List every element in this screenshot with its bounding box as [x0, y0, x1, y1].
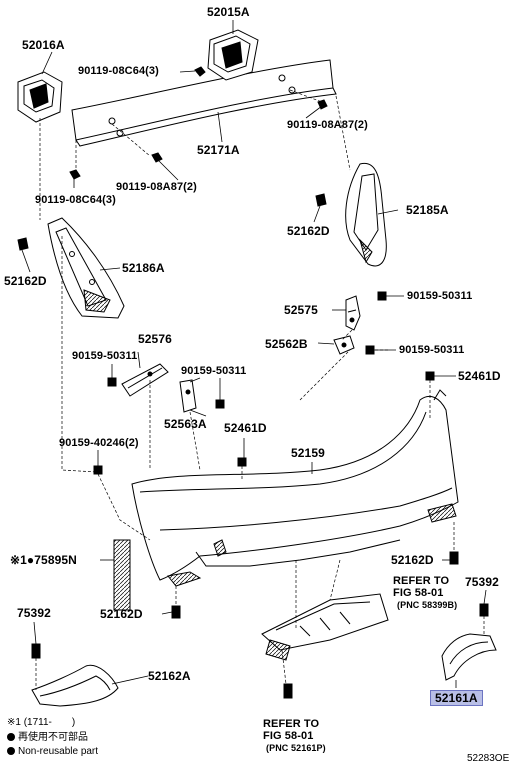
bullet-icon — [7, 733, 15, 741]
garnish-52161a — [441, 633, 497, 681]
label-52162d-d[interactable]: 52162D — [100, 607, 143, 621]
label-52015a[interactable]: 52015A — [207, 5, 250, 19]
absorber-52016a — [17, 71, 63, 123]
clip-52162d-lower-left — [171, 605, 181, 619]
clip-52461d-mid — [237, 457, 247, 467]
clip-52461d-right — [425, 371, 435, 381]
label-90159-40246[interactable]: 90159-40246(2) — [59, 437, 139, 449]
bolt-90159-50311-b — [365, 345, 375, 355]
bullet-icon — [7, 747, 15, 755]
clip-52162d-left — [17, 237, 29, 251]
diagram-id: 52283OE — [467, 753, 510, 764]
label-52162d-c[interactable]: 52162D — [391, 553, 434, 567]
clip-75392-right — [479, 603, 489, 617]
bumper-cover-52159 — [131, 389, 459, 587]
clip-52162d-right — [315, 193, 327, 207]
bolt-90119-08c64-top — [194, 66, 206, 77]
clip-75392-left — [31, 643, 41, 659]
legend-nonreusable-text: Non-reusable part — [18, 746, 99, 757]
guide-lines — [35, 89, 485, 690]
label-90119-08a87-mid[interactable]: 90119-08A87(2) — [116, 181, 197, 193]
label-52576[interactable]: 52576 — [138, 332, 172, 346]
leader-lines — [21, 20, 487, 688]
label-52161a-highlighted[interactable]: 52161A — [430, 690, 483, 706]
label-52186a[interactable]: 52186A — [122, 261, 165, 275]
clip-52161p — [283, 683, 293, 699]
label-90119-08c64-bot[interactable]: 90119-08C64(3) — [35, 194, 116, 206]
garnish-52162a — [31, 664, 119, 707]
ref-fig-58-01-b-line2[interactable]: FIG 58-01 — [263, 730, 314, 742]
clip-52162d-lower-right — [449, 551, 459, 565]
label-90159-50311-b[interactable]: 90159-50311 — [399, 344, 465, 356]
label-52563a[interactable]: 52563A — [164, 417, 207, 431]
label-52461d-a[interactable]: 52461D — [458, 369, 501, 383]
label-52562b[interactable]: 52562B — [265, 337, 308, 351]
label-52162d-b[interactable]: 52162D — [4, 274, 47, 288]
ref-fig-58-01-a-line1[interactable]: REFER TO — [393, 575, 450, 587]
strip-75895n — [113, 539, 131, 611]
ref-fig-58-01-b-line1[interactable]: REFER TO — [263, 718, 320, 730]
lower-bracket-58399b — [261, 593, 389, 661]
bolt-90119-08a87-mid — [151, 152, 163, 163]
label-52162d-a[interactable]: 52162D — [287, 224, 330, 238]
ref-fig-58-01-a-pnc: (PNC 58399B) — [397, 600, 458, 610]
label-75392-b[interactable]: 75392 — [465, 575, 499, 589]
ref-fig-58-01-a-line2[interactable]: FIG 58-01 — [393, 587, 444, 599]
bumper-reinforcement-52171a — [71, 59, 337, 147]
bolt-90159-40246 — [93, 465, 103, 475]
legend-note-1: ※1 (1711- ) — [7, 717, 76, 728]
label-90119-08c64-top[interactable]: 90119-08C64(3) — [78, 65, 159, 77]
bolt-90119-08c64-bot — [69, 169, 81, 180]
bolt-90159-50311-a — [377, 291, 387, 301]
label-52171a[interactable]: 52171A — [197, 143, 240, 157]
retainer-52185a — [345, 162, 387, 267]
bracket-52575 — [345, 295, 361, 331]
label-52461d-b[interactable]: 52461D — [224, 421, 267, 435]
label-75895n[interactable]: ※1●75895N — [10, 553, 77, 567]
bolt-90159-50311-c — [107, 377, 117, 387]
bracket-52563a — [179, 379, 197, 413]
label-90159-50311-d[interactable]: 90159-50311 — [181, 365, 247, 377]
bolt-90159-50311-d — [215, 399, 225, 409]
bolt-90119-08a87-right — [317, 99, 328, 110]
absorber-52015a — [207, 29, 259, 81]
bracket-52576 — [121, 363, 169, 397]
label-52185a[interactable]: 52185A — [406, 203, 449, 217]
legend-reuse: 再使用不可部品 — [7, 731, 88, 744]
label-52159[interactable]: 52159 — [291, 446, 325, 460]
label-90159-50311-a[interactable]: 90159-50311 — [407, 290, 473, 302]
label-90119-08a87-right[interactable]: 90119-08A87(2) — [287, 119, 368, 131]
ref-fig-58-01-b-pnc: (PNC 52161P) — [266, 743, 326, 753]
bracket-52562b — [333, 335, 355, 355]
legend-nonreusable: Non-reusable part — [7, 745, 98, 758]
label-52162a[interactable]: 52162A — [148, 669, 191, 683]
label-52575[interactable]: 52575 — [284, 303, 318, 317]
label-90159-50311-c[interactable]: 90159-50311 — [72, 350, 138, 362]
retainer-52186a — [47, 217, 125, 319]
label-52016a[interactable]: 52016A — [22, 38, 65, 52]
legend-reuse-text: 再使用不可部品 — [18, 732, 88, 743]
label-75392-a[interactable]: 75392 — [17, 606, 51, 620]
